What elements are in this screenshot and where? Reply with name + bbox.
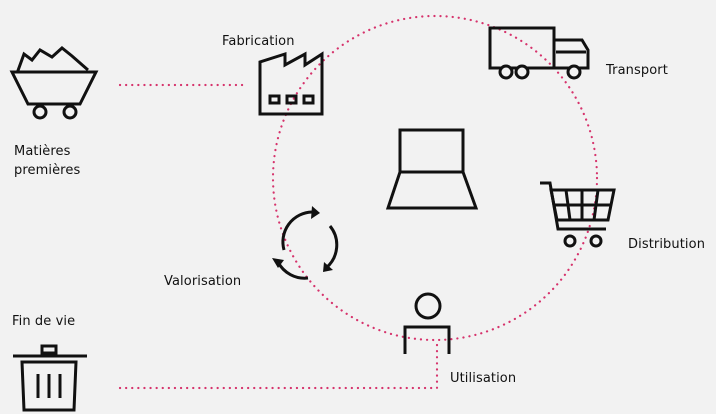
lifecycle-cycle-connector	[271, 14, 599, 342]
mine-cart-icon	[9, 46, 99, 120]
manufacturing-label: Fabrication	[222, 34, 295, 49]
shopping-cart-icon	[540, 181, 616, 248]
raw-materials-label-line2: premières	[14, 163, 81, 178]
use-label: Utilisation	[450, 371, 517, 386]
person-icon	[403, 292, 451, 354]
end-of-life-label: Fin de vie	[12, 314, 76, 329]
truck-icon	[488, 26, 590, 80]
distribution-label: Distribution	[628, 237, 706, 252]
factory-icon	[258, 51, 324, 116]
trash-bin-icon	[13, 344, 87, 412]
recovery-label: Valorisation	[164, 274, 242, 289]
recycle-arrows-icon	[272, 206, 339, 280]
raw-materials-label-line1: Matières	[14, 144, 71, 159]
transport-label: Transport	[606, 63, 668, 78]
laptop-icon	[385, 128, 479, 210]
